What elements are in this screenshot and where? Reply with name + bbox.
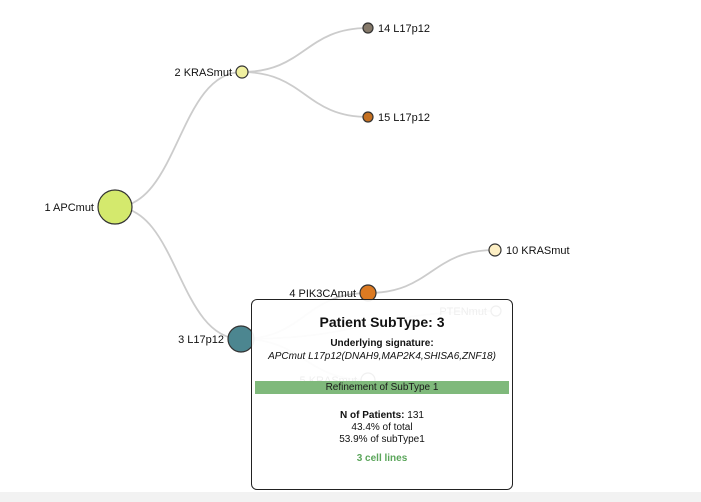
- tree-node-2[interactable]: 2 KRASmut: [175, 65, 249, 79]
- tree-node-label-2: 2 KRASmut: [175, 67, 232, 79]
- refinement-bar: Refinement of SubType 1: [255, 381, 509, 394]
- tree-node-label-1: 1 APCmut: [44, 202, 94, 214]
- tree-node-circle-10[interactable]: [488, 243, 502, 257]
- n-patients-label: N of Patients:: [340, 410, 405, 421]
- pct-subtype: 53.9% of subType1: [339, 434, 425, 445]
- tooltip-title: Patient SubType: 3: [319, 314, 445, 330]
- pct-total: 43.4% of total: [351, 422, 413, 433]
- tree-node-label-4: 4 PIK3CAmut: [289, 288, 356, 300]
- tree-node-circle-15[interactable]: [362, 111, 374, 123]
- signature-label: Underlying signature:: [330, 338, 434, 349]
- tree-node-circle-1[interactable]: [97, 189, 133, 225]
- tree-node-14[interactable]: 14 L17p12: [362, 22, 430, 35]
- tree-edge-1-2: [114, 71, 243, 208]
- tree-edge-2-14: [241, 27, 369, 73]
- tree-node-circle-14[interactable]: [362, 22, 374, 34]
- tree-node-15[interactable]: 15 L17p12: [362, 111, 430, 124]
- subtype-tooltip: Patient SubType: 3 Underlying signature:…: [251, 299, 513, 490]
- bottom-scroll-strip: [0, 492, 701, 502]
- tree-node-label-15: 15 L17p12: [378, 112, 430, 124]
- tree-edge-2-15: [241, 71, 369, 118]
- tree-node-10[interactable]: 10 KRASmut: [488, 243, 570, 257]
- tree-edge-1-3: [114, 206, 242, 340]
- cell-lines-link[interactable]: 3 cell lines: [356, 453, 408, 464]
- n-patients-value: 131: [407, 410, 424, 421]
- n-patients: N of Patients: 131: [252, 410, 512, 421]
- tree-node-label-14: 14 L17p12: [378, 23, 430, 35]
- tree-node-4[interactable]: 4 PIK3CAmut: [289, 284, 377, 302]
- tree-node-label-10: 10 KRASmut: [506, 245, 570, 257]
- signature-value: APCmut L17p12(DNAH9,MAP2K4,SHISA6,ZNF18): [268, 351, 496, 362]
- tree-edge-4-10: [367, 249, 496, 294]
- tree-node-circle-2[interactable]: [235, 65, 249, 79]
- tree-node-1[interactable]: 1 APCmut: [44, 189, 133, 225]
- tree-node-label-3: 3 L17p12: [178, 334, 224, 346]
